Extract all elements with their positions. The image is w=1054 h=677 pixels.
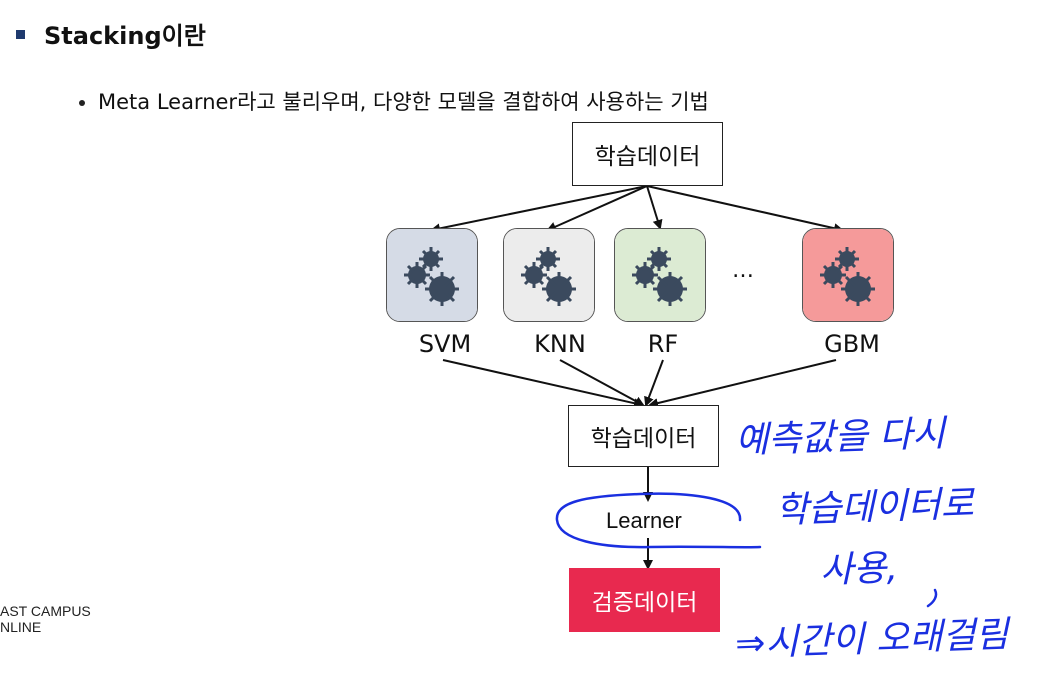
model-label-knn: KNN: [534, 330, 586, 358]
footer-line1: AST CAMPUS: [0, 603, 91, 619]
footer-line2: NLINE: [0, 619, 42, 635]
slide-title: Stacking이란: [44, 22, 206, 50]
slide-subtitle: Meta Learner라고 불리우며, 다양한 모델을 결합하여 사용하는 기…: [98, 90, 709, 114]
learner-label: Learner: [606, 508, 682, 533]
handwritten-note-line4: ⇒시간이 오래걸림: [734, 614, 1010, 665]
model-tile-knn: [503, 228, 595, 322]
handwritten-note-line2: 학습데이터로: [774, 483, 975, 532]
model-label-gbm: GBM: [824, 330, 880, 358]
arrow-knn-to-mid: [559, 359, 645, 406]
arrow-top-to-rf: [646, 185, 663, 230]
training-data-box-top: 학습데이터: [572, 122, 723, 186]
footer-logo-text: AST CAMPUS NLINE: [0, 603, 91, 635]
validation-data-box: 검증데이터: [569, 568, 720, 632]
arrow-gbm-to-mid: [648, 359, 837, 408]
more-models-ellipsis: …: [732, 258, 756, 283]
arrow-rf-to-mid: [644, 359, 664, 407]
model-label-svm: SVM: [418, 330, 472, 358]
gears-icon: [615, 229, 705, 321]
gears-icon: [387, 229, 477, 321]
learner-ink-circle: [555, 492, 762, 549]
arrow-svm-to-mid: [442, 359, 644, 409]
handwritten-note-line3: 사용,: [819, 547, 899, 592]
training-data-box-meta: 학습데이터: [568, 405, 719, 467]
model-tile-rf: [614, 228, 706, 322]
arrow-top-to-knn: [546, 185, 648, 232]
arrow-top-to-gbm: [646, 185, 844, 234]
handwritten-note-line1: 예측값을 다시: [734, 413, 946, 462]
model-tile-svm: [386, 228, 478, 322]
model-tile-gbm: [802, 228, 894, 322]
gears-icon: [504, 229, 594, 321]
arrow-top-to-svm: [430, 185, 648, 234]
ink-stroke-comma: [926, 588, 938, 608]
model-label-rf: RF: [647, 330, 679, 358]
title-bullet: [16, 30, 25, 39]
gears-icon: [803, 229, 893, 321]
subtitle-bullet: [79, 100, 85, 106]
